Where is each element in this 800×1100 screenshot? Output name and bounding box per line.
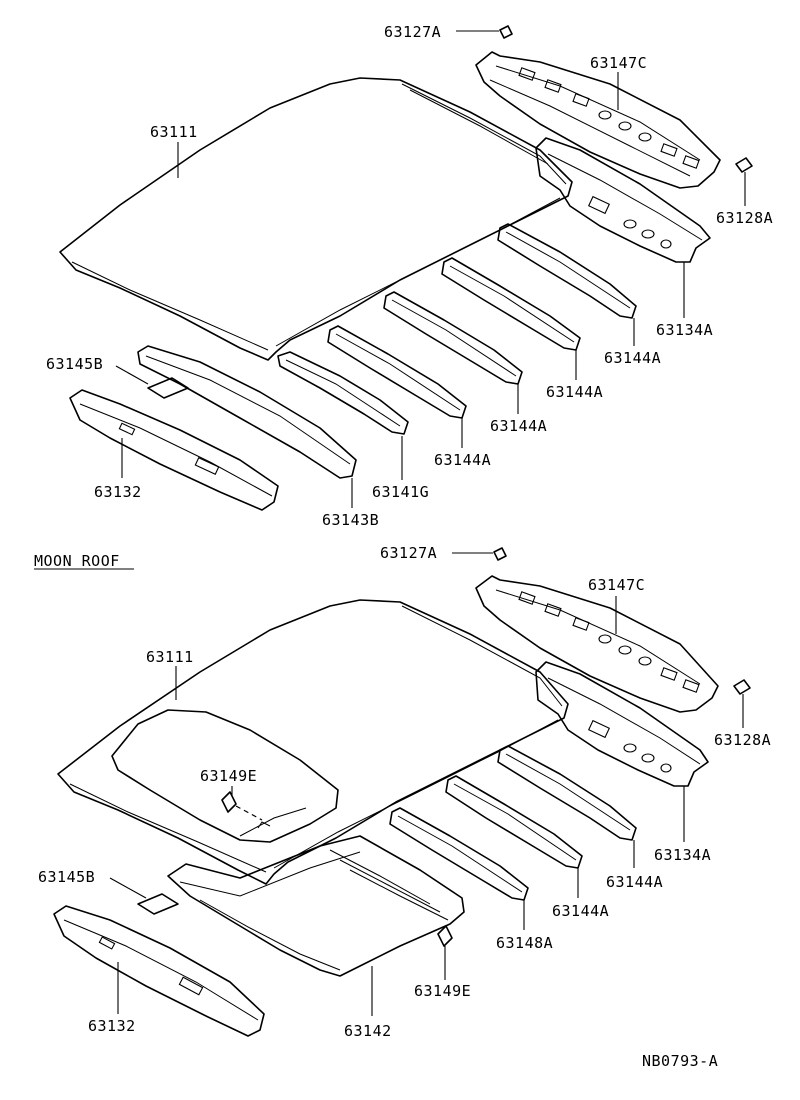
label-lower-63149e: 63149E bbox=[414, 982, 471, 1000]
lower-reinforcement-63148a bbox=[389, 807, 529, 901]
moon-roof-opening bbox=[111, 709, 339, 843]
label-upper-63143b: 63143B bbox=[322, 511, 379, 529]
lower-labels: MOON ROOF 63127A 63147C 63111 63128A 631… bbox=[34, 544, 771, 1070]
lower-bow-1 bbox=[497, 745, 637, 841]
upper-clip-63127a bbox=[499, 25, 513, 39]
label-lower-63127a: 63127A bbox=[380, 544, 437, 562]
upper-bow-2 bbox=[441, 257, 581, 351]
label-lower-63148a: 63148A bbox=[496, 934, 553, 952]
upper-bow-1 bbox=[497, 223, 637, 319]
lower-housing-63142 bbox=[167, 835, 465, 977]
section-title: MOON ROOF bbox=[34, 552, 120, 570]
lower-seal-63149e bbox=[437, 925, 453, 947]
upper-front-rail-63143b bbox=[137, 345, 357, 479]
lower-leader-63145b bbox=[109, 877, 147, 899]
label-lower-63149e-inner: 63149E bbox=[200, 767, 257, 785]
upper-roof-panel-63111 bbox=[59, 77, 573, 361]
label-upper-63141g: 63141G bbox=[372, 483, 429, 501]
upper-bow-front-63141g bbox=[277, 351, 409, 435]
lower-roof-panel-63111 bbox=[57, 599, 569, 885]
upper-assembly bbox=[59, 25, 753, 511]
upper-rear-rail-lower-63134a bbox=[535, 137, 711, 263]
lower-clip-63127a bbox=[493, 547, 507, 561]
lower-rear-rail-63147c bbox=[475, 575, 719, 713]
label-upper-bow-4: 63144A bbox=[434, 451, 491, 469]
lower-rear-rail-lower-63134a bbox=[535, 661, 709, 787]
lower-patch-63145b bbox=[137, 893, 179, 915]
label-lower-63111: 63111 bbox=[146, 648, 194, 666]
upper-leader-63145b bbox=[115, 365, 149, 385]
lower-bow-2 bbox=[445, 775, 583, 869]
label-lower-63132: 63132 bbox=[88, 1017, 136, 1035]
label-lower-bow-2: 63144A bbox=[552, 902, 609, 920]
label-upper-63111: 63111 bbox=[150, 123, 198, 141]
lower-assembly bbox=[34, 547, 751, 1037]
label-lower-63142: 63142 bbox=[344, 1022, 392, 1040]
upper-front-rail-lower-63132 bbox=[69, 389, 279, 511]
diagram-id: NB0793-A bbox=[642, 1052, 718, 1070]
label-upper-bow-3: 63144A bbox=[490, 417, 547, 435]
label-lower-63145b: 63145B bbox=[38, 868, 95, 886]
label-lower-63147c: 63147C bbox=[588, 576, 645, 594]
label-upper-63147c: 63147C bbox=[590, 54, 647, 72]
label-lower-63134a: 63134A bbox=[654, 846, 711, 864]
lower-clip-63128a bbox=[733, 679, 751, 695]
label-lower-bow-1: 63144A bbox=[606, 873, 663, 891]
upper-bow-3 bbox=[383, 291, 523, 385]
lower-front-rail-lower-63132 bbox=[53, 905, 265, 1037]
upper-patch-63145b bbox=[147, 377, 189, 399]
label-upper-63127a: 63127A bbox=[384, 23, 441, 41]
label-upper-bow-2: 63144A bbox=[546, 383, 603, 401]
upper-labels: 63127A 63147C 63111 63128A 63134A 63144A… bbox=[46, 23, 773, 529]
label-upper-63128a: 63128A bbox=[716, 209, 773, 227]
lower-seal-dash bbox=[235, 805, 263, 821]
upper-rear-rail-63147c bbox=[475, 51, 721, 189]
upper-clip-63128a bbox=[735, 157, 753, 173]
label-upper-63134a: 63134A bbox=[656, 321, 713, 339]
label-lower-63128a: 63128A bbox=[714, 731, 771, 749]
lower-seal-63149e-inner bbox=[221, 791, 237, 813]
label-upper-bow-1: 63144A bbox=[604, 349, 661, 367]
label-upper-63132: 63132 bbox=[94, 483, 142, 501]
label-upper-63145b: 63145B bbox=[46, 355, 103, 373]
